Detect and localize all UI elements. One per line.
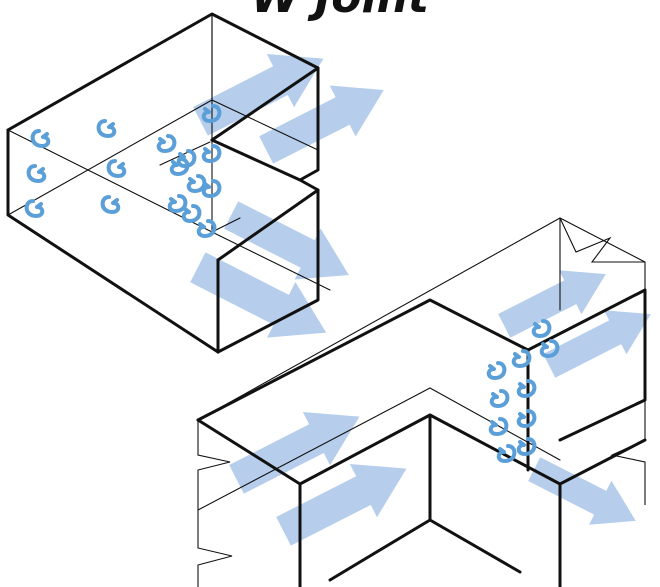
vortex-curl-icon xyxy=(106,159,127,179)
flow-arrow-icon xyxy=(193,53,324,136)
vortex-curl-icon xyxy=(486,361,507,381)
vortex-curl-icon xyxy=(167,194,188,214)
vortex-curl-icon xyxy=(489,389,510,409)
vortex-curl-icon xyxy=(186,174,207,194)
vortex-curl-icon xyxy=(24,199,45,219)
vortex-curl-icon xyxy=(516,409,537,429)
vortex-curl-icon xyxy=(181,204,202,224)
flow-arrow-icon xyxy=(229,411,360,494)
vortex-curl-icon xyxy=(531,319,552,339)
flow-arrow-icon xyxy=(498,270,606,338)
flow-arrow-icon xyxy=(528,457,636,525)
flow-arrow-icon xyxy=(259,85,384,164)
vortex-curl-icon xyxy=(539,339,560,359)
t-joint-vortices xyxy=(486,319,560,464)
title-lettering: W Joint xyxy=(251,0,431,23)
vortex-curl-icon xyxy=(511,349,532,369)
vortex-curl-icon xyxy=(201,104,222,124)
flow-arrow-icon xyxy=(276,463,407,546)
flow-arrow-icon xyxy=(190,252,327,338)
vortex-curl-icon xyxy=(516,437,537,457)
corner-joint-flow-arrows xyxy=(190,53,384,338)
vortex-curl-icon xyxy=(30,129,51,149)
t-joint-outline xyxy=(196,288,647,587)
vortex-curl-icon xyxy=(26,164,47,184)
vortex-curl-icon xyxy=(100,195,121,215)
flow-arrow-icon xyxy=(543,310,651,378)
vortex-curl-icon xyxy=(156,134,177,154)
t-joint-break-lines xyxy=(197,217,646,587)
vortex-curl-icon xyxy=(196,219,217,239)
t-joint-diagram xyxy=(196,217,651,587)
vortex-curl-icon xyxy=(496,444,517,464)
vortex-curl-icon xyxy=(516,379,537,399)
corner-joint-outline xyxy=(6,12,320,354)
vortex-curl-icon xyxy=(201,144,222,164)
vortex-curl-icon xyxy=(488,417,509,437)
corner-joint-vortices xyxy=(24,104,222,239)
vortex-curl-icon xyxy=(176,149,197,169)
corner-joint-diagram xyxy=(6,12,384,354)
t-joint-flow-arrows xyxy=(229,270,651,546)
vortex-curl-icon xyxy=(96,119,117,139)
title-text: W Joint xyxy=(251,0,431,23)
vortex-curl-icon xyxy=(169,157,190,177)
